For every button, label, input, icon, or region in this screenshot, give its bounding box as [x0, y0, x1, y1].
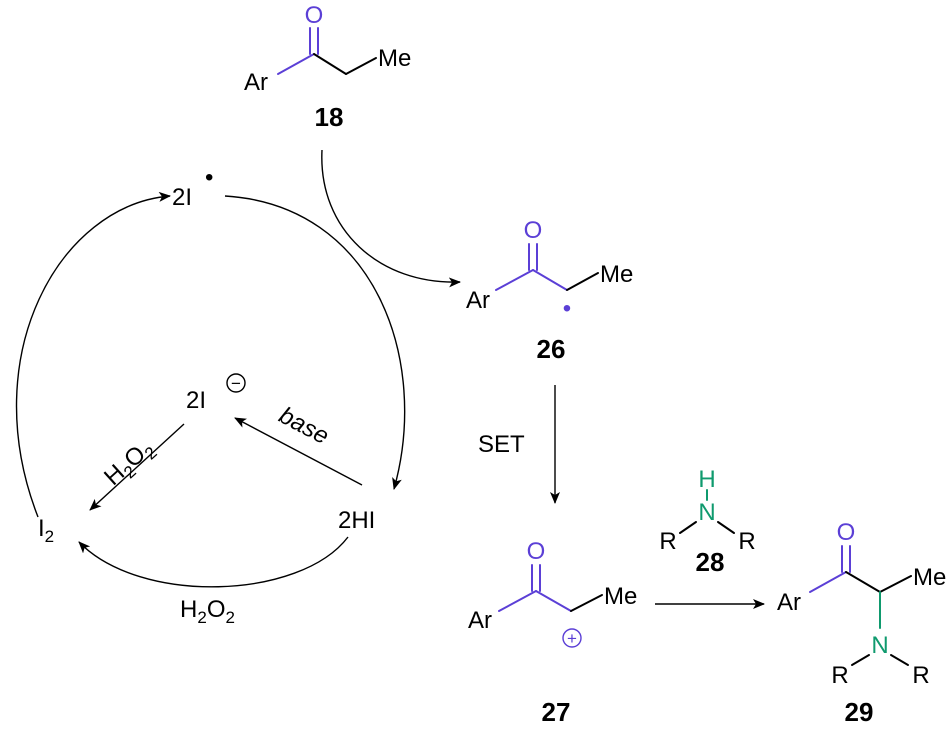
c28-bond-n-r2 — [717, 521, 735, 534]
compound-26: Ar O Me • 26 — [466, 217, 633, 364]
i2-subscript: 2 — [45, 527, 54, 546]
compound-29: Ar O Me N R R 29 — [777, 519, 946, 727]
c27-bond-c-ch — [535, 590, 572, 612]
c18-bond-c-ch2 — [313, 53, 347, 75]
c28-number: 28 — [696, 547, 725, 577]
c27-number: 27 — [542, 697, 571, 727]
i2-label: I2 — [38, 515, 54, 546]
arrow-18-to-26 — [321, 149, 461, 288]
c18-number: 18 — [315, 102, 344, 132]
h2o2-label-diagonal: H2O2 — [99, 434, 161, 494]
c29-r2-label: R — [912, 662, 929, 689]
c18-ar-label: Ar — [244, 69, 268, 96]
c28-bond-r1-n — [679, 521, 697, 534]
c28-r2-label: R — [738, 528, 755, 555]
c26-oxygen-label: O — [524, 217, 543, 244]
c29-bond-c-ch — [845, 571, 881, 593]
h2o2-bottom-sub1: 2 — [197, 608, 206, 627]
c26-number: 26 — [537, 334, 566, 364]
c28-h-label: H — [698, 466, 715, 493]
iodide-charge-circle — [226, 373, 246, 393]
c29-number: 29 — [845, 697, 874, 727]
iodide-charge-sign: − — [231, 374, 241, 393]
c29-oxygen-label: O — [837, 519, 856, 546]
c27-me-label: Me — [604, 583, 637, 610]
iodine-radical-dot: • — [205, 164, 213, 191]
c27-cation-circle — [562, 628, 582, 648]
c18-bond-ar-co — [277, 53, 315, 75]
c27-bond-ch-me — [570, 594, 603, 612]
c27-oxygen-label: O — [527, 538, 546, 565]
c18-bond-ch2-me — [345, 57, 377, 75]
c27-bond-ar-co — [498, 590, 537, 612]
c18-oxygen-label: O — [305, 2, 324, 29]
c29-ar-label: Ar — [777, 589, 801, 616]
c29-bond-n-r1 — [851, 654, 870, 666]
h2o2-bottom-sub2: 2 — [225, 608, 234, 627]
compound-28: H N R R 28 — [659, 466, 755, 577]
arrow-iodide-to-i2 — [89, 423, 185, 511]
c29-bond-ch-me — [879, 575, 912, 593]
c26-radical-dot: • — [563, 295, 571, 322]
c26-ar-label: Ar — [466, 287, 490, 314]
c29-r1-label: R — [831, 662, 848, 689]
c27-ar-label: Ar — [468, 607, 492, 634]
c26-bond-ar-co — [495, 269, 534, 291]
arrow-i2-to-radical — [15, 191, 171, 518]
h2o2-bottom-o: O — [207, 596, 226, 623]
set-label: SET — [478, 431, 525, 458]
h2o2-bottom-h: H — [180, 596, 197, 623]
c26-bond-ch-me — [566, 272, 599, 291]
compound-27: Ar O Me + 27 — [468, 538, 637, 727]
c28-r1-label: R — [659, 528, 676, 555]
iodide-label: 2I — [186, 387, 206, 414]
iodine-radical-label: 2I — [172, 184, 192, 211]
c29-bond-n-r2 — [890, 654, 909, 666]
i2-symbol: I — [38, 515, 45, 542]
c26-bond-c-ch — [532, 269, 568, 291]
c29-n-label: N — [871, 632, 888, 659]
c29-bond-ar-co — [809, 571, 847, 593]
h2o2-label-bottom: H2O2 — [180, 596, 235, 627]
c29-me-label: Me — [913, 564, 946, 591]
c18-me-label: Me — [378, 45, 411, 72]
hi-label: 2HI — [338, 507, 375, 534]
c27-cation-sign: + — [567, 629, 577, 648]
c28-n-label: N — [698, 499, 715, 526]
c26-me-label: Me — [600, 261, 633, 288]
compound-18: Ar O Me 18 — [244, 2, 411, 132]
arrow-hi-to-i2 — [78, 536, 349, 588]
arrow-radical-to-hi — [224, 195, 406, 490]
arrow-hi-to-iodide — [234, 417, 363, 486]
